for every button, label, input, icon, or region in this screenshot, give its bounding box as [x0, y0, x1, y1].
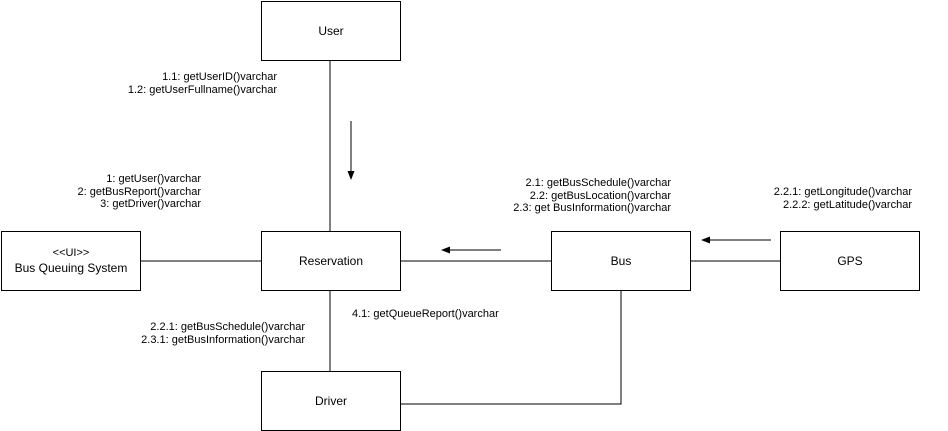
user-label: User	[318, 23, 344, 38]
message-label: 2.3.1: getBusInformation()varchar	[141, 333, 305, 346]
message-label: 2.1: getBusSchedule()varchar	[525, 177, 671, 189]
message-label: 4.1: getQueueReport()varchar	[352, 308, 499, 320]
message-label: 2.2.2: getLatitude()varchar	[782, 198, 912, 211]
reservation-label: Reservation	[298, 253, 364, 268]
message-label: 2: getBusReport()varchar	[77, 185, 202, 198]
message-group-reservation-driver: 2.2.1: getBusSchedule()varchar 2.3.1: ge…	[141, 321, 305, 346]
message-label: 1.1: getUserID()varchar	[162, 71, 277, 83]
message-group-user-reservation: 1.1: getUserID()varchar 1.2: getUserFull…	[128, 71, 277, 96]
ui-stereotype-label: <<UI>>	[52, 247, 90, 259]
bus-label: Bus	[610, 253, 632, 268]
bus-queuing-system-label: Bus Queuing System	[14, 261, 128, 275]
message-label: 2.3: get BusInformation()varchar	[513, 202, 671, 214]
message-label: 2.2.1: getBusSchedule()varchar	[150, 321, 305, 333]
bus-object[interactable]: Bus	[551, 231, 691, 291]
driver-label: Driver	[315, 393, 347, 408]
message-group-bus-reservation: 2.1: getBusSchedule()varchar 2.2: getBus…	[513, 177, 671, 215]
message-label: 1.2: getUserFullname()varchar	[127, 83, 277, 96]
gps-label: GPS	[837, 253, 863, 268]
arrow-down-icon	[347, 121, 355, 180]
arrow-left-icon	[701, 236, 771, 244]
arrow-left-icon	[441, 246, 501, 254]
message-label: 3: getDriver()varchar	[100, 198, 201, 210]
user-object[interactable]: User	[261, 1, 401, 61]
bus-queuing-system-object[interactable]: <<UI>> Bus Queuing System	[1, 231, 141, 291]
reservation-object[interactable]: Reservation	[261, 231, 401, 291]
driver-object[interactable]: Driver	[261, 371, 401, 431]
gps-object[interactable]: GPS	[780, 231, 920, 291]
message-group-bus-driver: 4.1: getQueueReport()varchar	[352, 308, 499, 321]
message-label: 1: getUser()varchar	[106, 173, 201, 185]
message-group-ui-reservation: 1: getUser()varchar 2: getBusReport()var…	[78, 173, 202, 211]
message-label: 2.2.1: getLongitude()varchar	[773, 186, 912, 198]
message-label: 2.2: getBusLocation()varchar	[529, 189, 671, 202]
message-group-gps-bus: 2.2.1: getLongitude()varchar 2.2.2: getL…	[774, 186, 912, 211]
link-bus-driver	[400, 291, 622, 405]
